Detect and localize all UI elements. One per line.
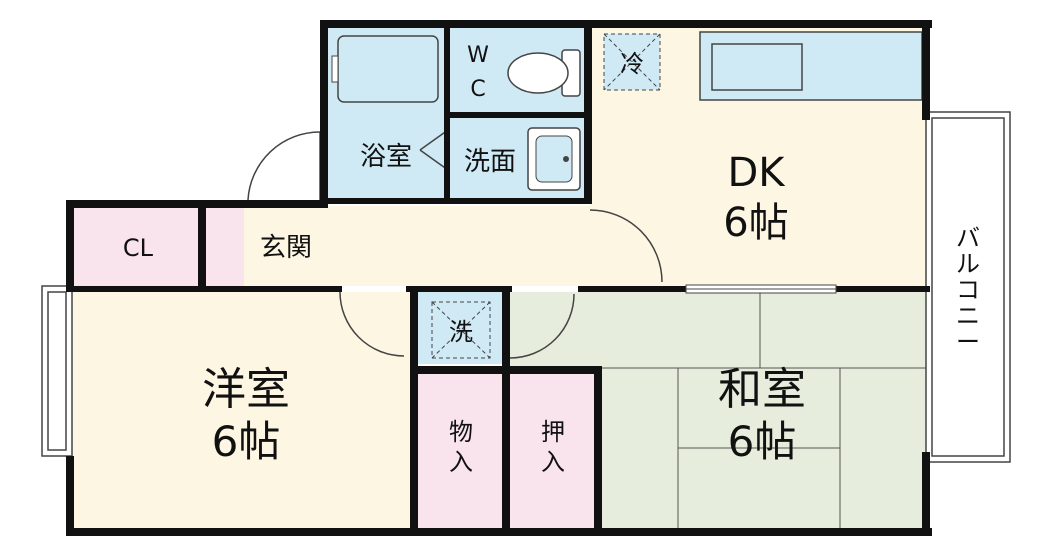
balcony-label: バ ル コ ニ ー (956, 224, 980, 356)
storage-b-label-2: 入 (541, 448, 565, 476)
kitchen-sink (711, 43, 803, 91)
balcony (925, 111, 1011, 463)
wc-label-w: W (467, 43, 489, 68)
bath-label: 浴室 (360, 142, 412, 172)
storage-a-label-2: 入 (449, 448, 473, 476)
japanese-room-floor (596, 292, 926, 530)
western-name: 洋室 (202, 364, 290, 415)
storage-b-label-1: 押 (541, 418, 565, 446)
closet-floor (72, 206, 202, 292)
balcony-char: バ (956, 224, 980, 252)
dk-name: DK (727, 150, 786, 196)
japanese-size: 6帖 (728, 417, 797, 466)
walls (66, 20, 932, 536)
western-size: 6帖 (212, 417, 281, 466)
wc-label-c: C (470, 77, 485, 102)
entrance-step (206, 206, 244, 286)
tatami-lines (596, 292, 926, 530)
dk-size: 6帖 (723, 200, 788, 246)
hall-floor (506, 292, 596, 368)
balcony-char: ル (956, 250, 980, 278)
toilet-bowl (507, 52, 569, 94)
bathtub (337, 35, 439, 103)
storage-a-floor (418, 372, 504, 530)
balcony-char: ー (956, 328, 980, 356)
washer-label: 洗 (449, 318, 473, 346)
storage-a-label-1: 物 (449, 418, 473, 446)
fridge-label: 冷 (620, 50, 644, 78)
balcony-char: コ (956, 276, 980, 304)
washer-space (431, 301, 491, 359)
entrance-label: 玄関 (260, 233, 312, 263)
western-room-floor (72, 292, 414, 530)
left-window-ledge (41, 285, 73, 457)
entrance-floor (244, 206, 590, 286)
balcony-char: ニ (956, 302, 980, 330)
closet-label: CL (123, 234, 154, 262)
washroom-label: 洗面 (464, 147, 516, 177)
japanese-name: 和室 (718, 364, 806, 415)
storage-b-floor (510, 372, 596, 530)
